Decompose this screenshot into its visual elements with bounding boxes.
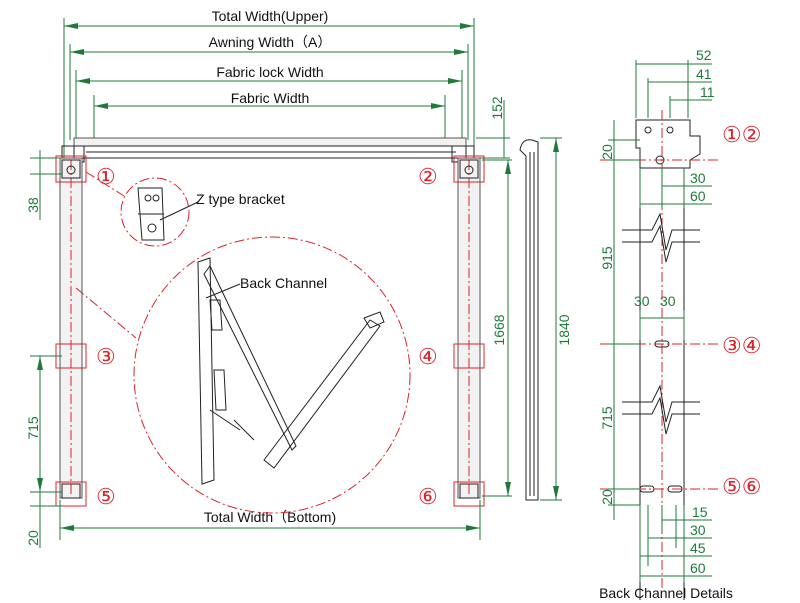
dim-715-detail-text: 715 [599,406,615,430]
dim-60-bottom-text: 60 [690,560,706,576]
dim-1668-text: 1668 [491,314,507,345]
marker-box-1 [55,155,87,183]
marker-2: ② [418,164,438,189]
marker-3: ③ [96,344,116,369]
right-arm [457,157,481,499]
dim-152 [476,100,510,159]
left-arm [59,157,83,499]
bottom-dimension [59,500,481,540]
back-channel-label: Back Channel [240,275,327,291]
back-channel-drawing [197,257,385,485]
detail-bottom-dims [639,505,712,582]
z-type-bracket-label: Z type bracket [196,191,285,207]
detail-left-dims [608,120,640,520]
side-profile [519,139,539,501]
total-width-bottom-label: Total Width（Bottom) [204,509,336,525]
fabric-lock-width-label: Fabric lock Width [216,64,323,80]
dim-20-detail-top-text: 20 [599,144,615,160]
marker-1-2: ①② [722,122,761,147]
marker-box-4 [453,343,485,369]
marker-5-6: ⑤⑥ [722,474,761,499]
dim-41-text: 41 [696,66,712,82]
dim-38-text: 38 [25,197,41,213]
top-cassette [61,137,475,163]
detail-channel [622,110,701,600]
dim-60-top-text: 60 [690,188,706,204]
dim-45-text: 45 [690,540,706,556]
z-bracket-callout [120,177,190,247]
right-height-dims [482,137,562,501]
dim-52-text: 52 [696,47,712,63]
marker-5: ⑤ [96,484,116,509]
dim-11-text: 11 [700,84,715,100]
marker-1: ① [96,164,116,189]
dim-30a-text: 30 [634,293,650,309]
back-channel-details-title: Back Channel Details [599,585,733,601]
dim-715-left-text: 715 [25,416,41,440]
marker-box-2 [453,155,485,183]
detail-top-dims [635,60,712,118]
top-dimensions [63,18,475,160]
fabric-width-label: Fabric Width [231,90,310,106]
marker-box-5 [55,481,87,507]
dim-1840-text: 1840 [556,314,572,345]
awning-width-label: Awning Width（A） [209,34,332,50]
total-width-upper-label: Total Width(Upper) [212,8,329,24]
marker-6: ⑥ [418,484,438,509]
detail-middle-dims [639,310,685,340]
dim-30b-text: 30 [660,293,676,309]
dim-15-text: 15 [692,504,708,520]
left-dims [30,150,62,548]
dim-20-left-text: 20 [25,530,41,546]
dim-30-bottom-text: 30 [690,522,706,538]
back-channel-callout [133,236,411,514]
marker-box-6 [453,481,485,507]
z-bracket-icon [137,187,165,241]
dim-152-text: 152 [489,96,505,120]
dim-915-text: 915 [599,246,615,270]
dim-20-detail-bottom-text: 20 [599,489,615,505]
marker-4: ④ [418,344,438,369]
marker-3-4: ③④ [722,333,761,358]
detail-upper-horizontal-dims [639,168,712,208]
dim-30-top-text: 30 [690,170,706,186]
